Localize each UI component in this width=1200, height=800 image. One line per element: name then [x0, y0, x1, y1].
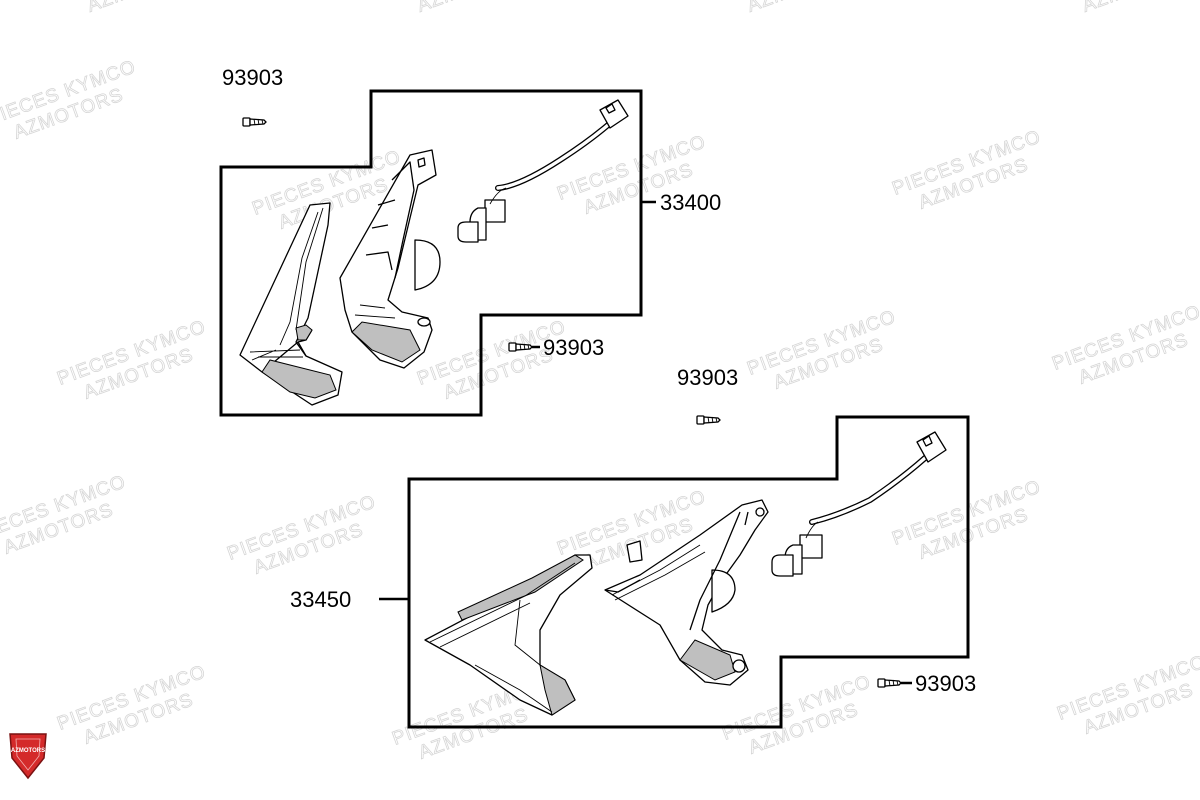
label-screw-bottom-right: 93903 — [915, 671, 976, 696]
bulb-socket-lower — [771, 431, 947, 577]
turn-signal-lens-upper — [239, 202, 343, 406]
watermark-layer: PIECES KYMCO AZMOTORS PIECES KYMCO AZMOT… — [0, 0, 1200, 764]
watermark-line2: AZMOTORS — [85, 0, 201, 17]
label-screw-mid-right-upper: 93903 — [543, 335, 604, 360]
screw-bottom-right: 93903 — [877, 671, 976, 696]
assembly-upper-group: 33400 — [219, 89, 721, 417]
watermark-line2: AZMOTORS — [1080, 0, 1196, 17]
turn-signal-lens-lower — [424, 554, 593, 716]
screw-mid-right-top: 93903 — [677, 365, 738, 425]
assembly-upper-outline — [219, 89, 643, 417]
turn-signal-housing-upper — [339, 149, 441, 369]
watermark-line2: AZMOTORS — [745, 0, 861, 17]
assembly-lower-group: 33450 — [290, 415, 970, 729]
label-assembly-upper: 33400 — [660, 190, 721, 215]
screw-mid-right-upper: 93903 — [508, 335, 604, 360]
bulb-socket-upper — [457, 99, 629, 243]
azmotors-logo: AZMOTORS — [9, 733, 47, 780]
label-screw-mid-right-top: 93903 — [677, 365, 738, 390]
logo-text: AZMOTORS — [11, 748, 45, 754]
assembly-lower-outline — [407, 415, 970, 729]
turn-signal-housing-lower — [604, 499, 769, 686]
screw-top-left: 93903 — [222, 65, 283, 127]
watermark-line2: AZMOTORS — [415, 0, 531, 17]
label-screw-top-left: 93903 — [222, 65, 283, 90]
label-assembly-lower: 33450 — [290, 587, 351, 612]
